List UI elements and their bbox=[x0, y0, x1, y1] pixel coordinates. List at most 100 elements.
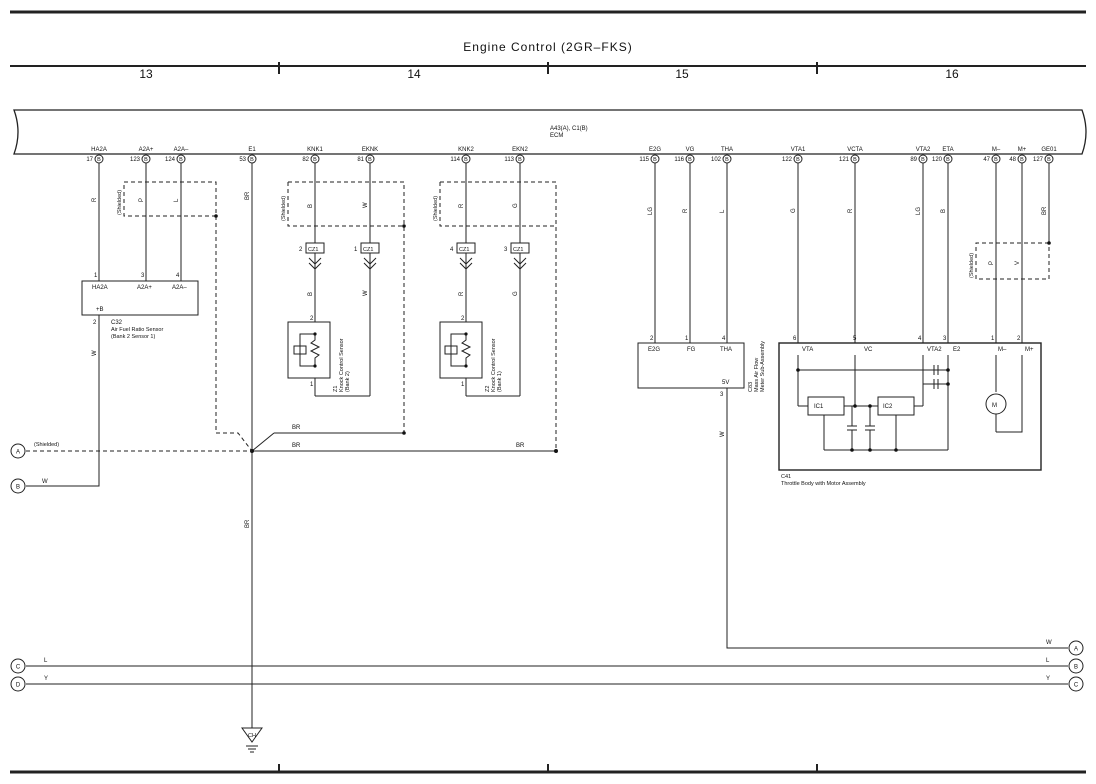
ecm-block bbox=[13, 109, 1087, 155]
ecm-pin-number: 124 bbox=[165, 157, 176, 163]
ecm-pin-number: 115 bbox=[639, 157, 649, 163]
wire-color-label: R bbox=[683, 208, 689, 213]
connector-pin-number: 3 bbox=[720, 392, 724, 398]
ic-label: IC1 bbox=[814, 404, 824, 410]
wire-color-label: LG bbox=[648, 207, 654, 215]
connector-pin-number: 4 bbox=[722, 336, 726, 342]
ecm-pin-name: KNK2 bbox=[458, 147, 474, 153]
wire-color-label: B bbox=[308, 292, 314, 296]
ecm-pin-name: A2A+ bbox=[139, 147, 154, 153]
wire-color-label: L bbox=[44, 658, 48, 664]
connector-pin-number: 1 bbox=[354, 247, 358, 253]
ecm-pin-number: 122 bbox=[782, 157, 793, 163]
connector-pin-number: 1 bbox=[310, 382, 314, 388]
splice-dot bbox=[402, 431, 406, 435]
motor-label: M bbox=[992, 403, 997, 409]
connector-pin-number: 3 bbox=[141, 273, 145, 279]
ecm-connector-letter: B bbox=[725, 157, 729, 163]
component-code: C83 bbox=[748, 382, 754, 392]
ecm-pin-name: VG bbox=[686, 147, 695, 153]
ecm-connector-letter: B bbox=[250, 157, 254, 163]
splice-dot bbox=[946, 382, 950, 386]
ecm-connector-letter: B bbox=[1047, 157, 1051, 163]
offpage-connector-letter: B bbox=[1074, 665, 1078, 671]
component-code: C41 bbox=[781, 474, 791, 480]
offpage-connector bbox=[1068, 676, 1084, 692]
offpage-connector-letter: A bbox=[16, 450, 20, 456]
component-code: Z2 bbox=[485, 386, 491, 392]
connector-pin-number: 3 bbox=[943, 336, 947, 342]
ecm-pin-name: THA bbox=[721, 147, 733, 153]
offpage-connector-letter: C bbox=[16, 665, 21, 671]
knock-sensor-2-group bbox=[287, 163, 405, 433]
wire-color-label: B bbox=[308, 204, 314, 208]
component-name: Mass Air Flow bbox=[754, 358, 760, 392]
connector-pin-number: 1 bbox=[461, 382, 465, 388]
splice-dot bbox=[868, 448, 872, 452]
ecm-connector-letter: B bbox=[921, 157, 925, 163]
knock-sensor-1-group bbox=[439, 163, 557, 451]
ecm-pin-number: 48 bbox=[1009, 157, 1016, 163]
ecm-connector-letter: B bbox=[653, 157, 657, 163]
connector-code: CZ1 bbox=[363, 247, 373, 253]
wire-color-label: R bbox=[459, 203, 465, 208]
wire-color-label: BR bbox=[1042, 206, 1048, 215]
splice-dot bbox=[402, 224, 406, 228]
ecm-pin-name: EKN2 bbox=[512, 147, 528, 153]
sensor-terminal-label: VTA2 bbox=[927, 347, 942, 353]
offpage-connector bbox=[10, 658, 26, 674]
wire-color-label: G bbox=[513, 203, 519, 208]
component-name: (Bank 2 Sensor 1) bbox=[111, 334, 155, 340]
ecm-connector-letter: B bbox=[518, 157, 522, 163]
sensor-terminal-label: FG bbox=[687, 347, 696, 353]
ecm-pin-name: E1 bbox=[248, 147, 256, 153]
sensor-terminal-label: VTA bbox=[802, 347, 813, 353]
ecm-pin-number: 120 bbox=[932, 157, 943, 163]
ecm-connector-letter: B bbox=[853, 157, 857, 163]
ecm-pin-number: 116 bbox=[674, 157, 684, 163]
connector-pin-number: 2 bbox=[93, 320, 97, 326]
wire-color-label: W bbox=[92, 350, 98, 356]
ecm-connector-letter: B bbox=[179, 157, 183, 163]
connector-pin-number: 1 bbox=[94, 273, 98, 279]
wire-color-label: BR bbox=[245, 191, 251, 200]
connector-code: CZ1 bbox=[459, 247, 469, 253]
ecm-pin-number: 102 bbox=[711, 157, 722, 163]
splice-dot bbox=[894, 448, 898, 452]
ecm-pin-name: E2G bbox=[649, 147, 661, 153]
splice-dot bbox=[946, 368, 950, 372]
offpage-connector-letter: A bbox=[1074, 647, 1078, 653]
component-name: (Bank 1) bbox=[497, 371, 503, 392]
ecm-pin-name: EKNK bbox=[362, 147, 378, 153]
wire-color-label: L bbox=[1046, 658, 1050, 664]
shielded-label: (Shielded) bbox=[281, 196, 287, 221]
ecm-pin-number: 114 bbox=[450, 157, 460, 163]
component-name: Knock Control Sensor bbox=[491, 338, 497, 392]
ecm-pin-name: KNK1 bbox=[307, 147, 323, 153]
sensor-terminal-label: M+ bbox=[1025, 347, 1034, 353]
ecm-connector-letter: B bbox=[97, 157, 101, 163]
wire-color-label: R bbox=[92, 197, 98, 202]
ecm-pin-name: A2A– bbox=[174, 147, 189, 153]
ecm-pin-number: 47 bbox=[983, 157, 990, 163]
shielded-label: (Shielded) bbox=[34, 442, 59, 448]
wire-color-label: Y bbox=[1046, 676, 1050, 682]
splice-dot bbox=[1047, 241, 1051, 245]
ecm-pin-number: 127 bbox=[1033, 157, 1044, 163]
wire-color-label: BR bbox=[516, 443, 525, 449]
ecm-pin-name: VTA1 bbox=[791, 147, 806, 153]
ecm-pin-number: 89 bbox=[910, 157, 917, 163]
sensor-terminal-label: A2A+ bbox=[137, 285, 152, 291]
ecm-connector-letter: B bbox=[1020, 157, 1024, 163]
component-name: Throttle Body with Motor Assembly bbox=[781, 481, 866, 487]
connector-pin-number: 2 bbox=[1017, 336, 1021, 342]
ecm-label: ECM bbox=[550, 133, 563, 139]
ecm-connector-letter: B bbox=[946, 157, 950, 163]
connector-pin-number: 2 bbox=[461, 316, 465, 322]
offpage-connector-letter: D bbox=[16, 683, 21, 689]
component-code: Z1 bbox=[333, 386, 339, 392]
wire-color-label: G bbox=[791, 208, 797, 213]
sensor-terminal-label: E2G bbox=[648, 347, 660, 353]
